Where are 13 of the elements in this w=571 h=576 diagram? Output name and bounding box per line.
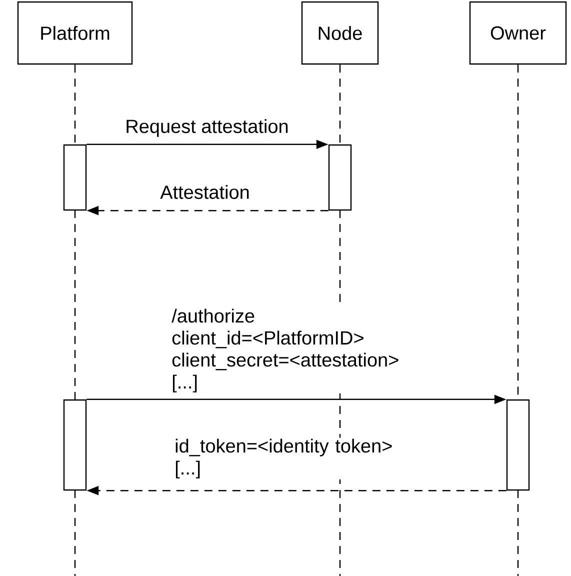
edge-label: Attestation xyxy=(159,184,251,200)
activation-bar xyxy=(63,144,87,211)
participant-box: Node xyxy=(301,1,379,65)
edge-label: id_token=<identity token> [...] xyxy=(174,438,404,480)
edge-label: Request attestation xyxy=(124,118,290,138)
participant-box: Platform xyxy=(17,1,133,65)
participant-box: Owner xyxy=(469,1,567,65)
lifeline xyxy=(74,64,76,576)
lifeline xyxy=(517,64,519,576)
activation-bar xyxy=(63,399,87,491)
activation-bar xyxy=(506,399,530,491)
activation-bar xyxy=(328,144,352,211)
edge-label: /authorize client_id=<PlatformID> client_secret=<attestation> [...] xyxy=(170,308,413,394)
